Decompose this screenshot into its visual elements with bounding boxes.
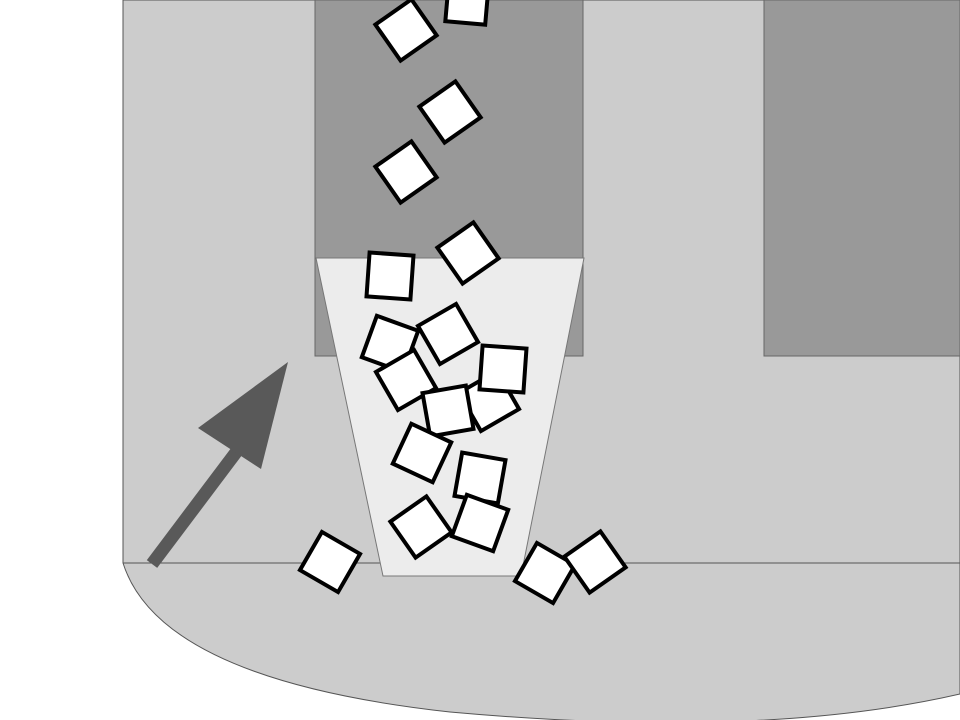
arrow-up-right-icon bbox=[146, 362, 288, 568]
ice-cube-icon bbox=[452, 450, 508, 506]
ice-cube-icon bbox=[372, 0, 440, 64]
ice-cube-icon bbox=[416, 78, 484, 146]
ice-cube-icon bbox=[477, 343, 529, 395]
ice-cube-icon bbox=[415, 301, 481, 367]
ice-cube-icon bbox=[387, 493, 455, 561]
ice-cube-icon bbox=[390, 421, 454, 485]
ice-cube-icon bbox=[449, 492, 511, 554]
ice-cube-icon bbox=[443, 0, 491, 27]
ice-cube-icon bbox=[434, 219, 502, 287]
ice-cube-icon bbox=[364, 250, 416, 302]
ice-cube-icon bbox=[512, 540, 578, 606]
ice-cube-icon bbox=[297, 529, 363, 595]
ice-cube-icon bbox=[372, 138, 440, 206]
right-cabinet-panel bbox=[763, 0, 960, 357]
ice-cube-icon bbox=[420, 383, 476, 439]
ice-cube-icon bbox=[561, 528, 629, 596]
ice-cubes bbox=[297, 0, 629, 606]
